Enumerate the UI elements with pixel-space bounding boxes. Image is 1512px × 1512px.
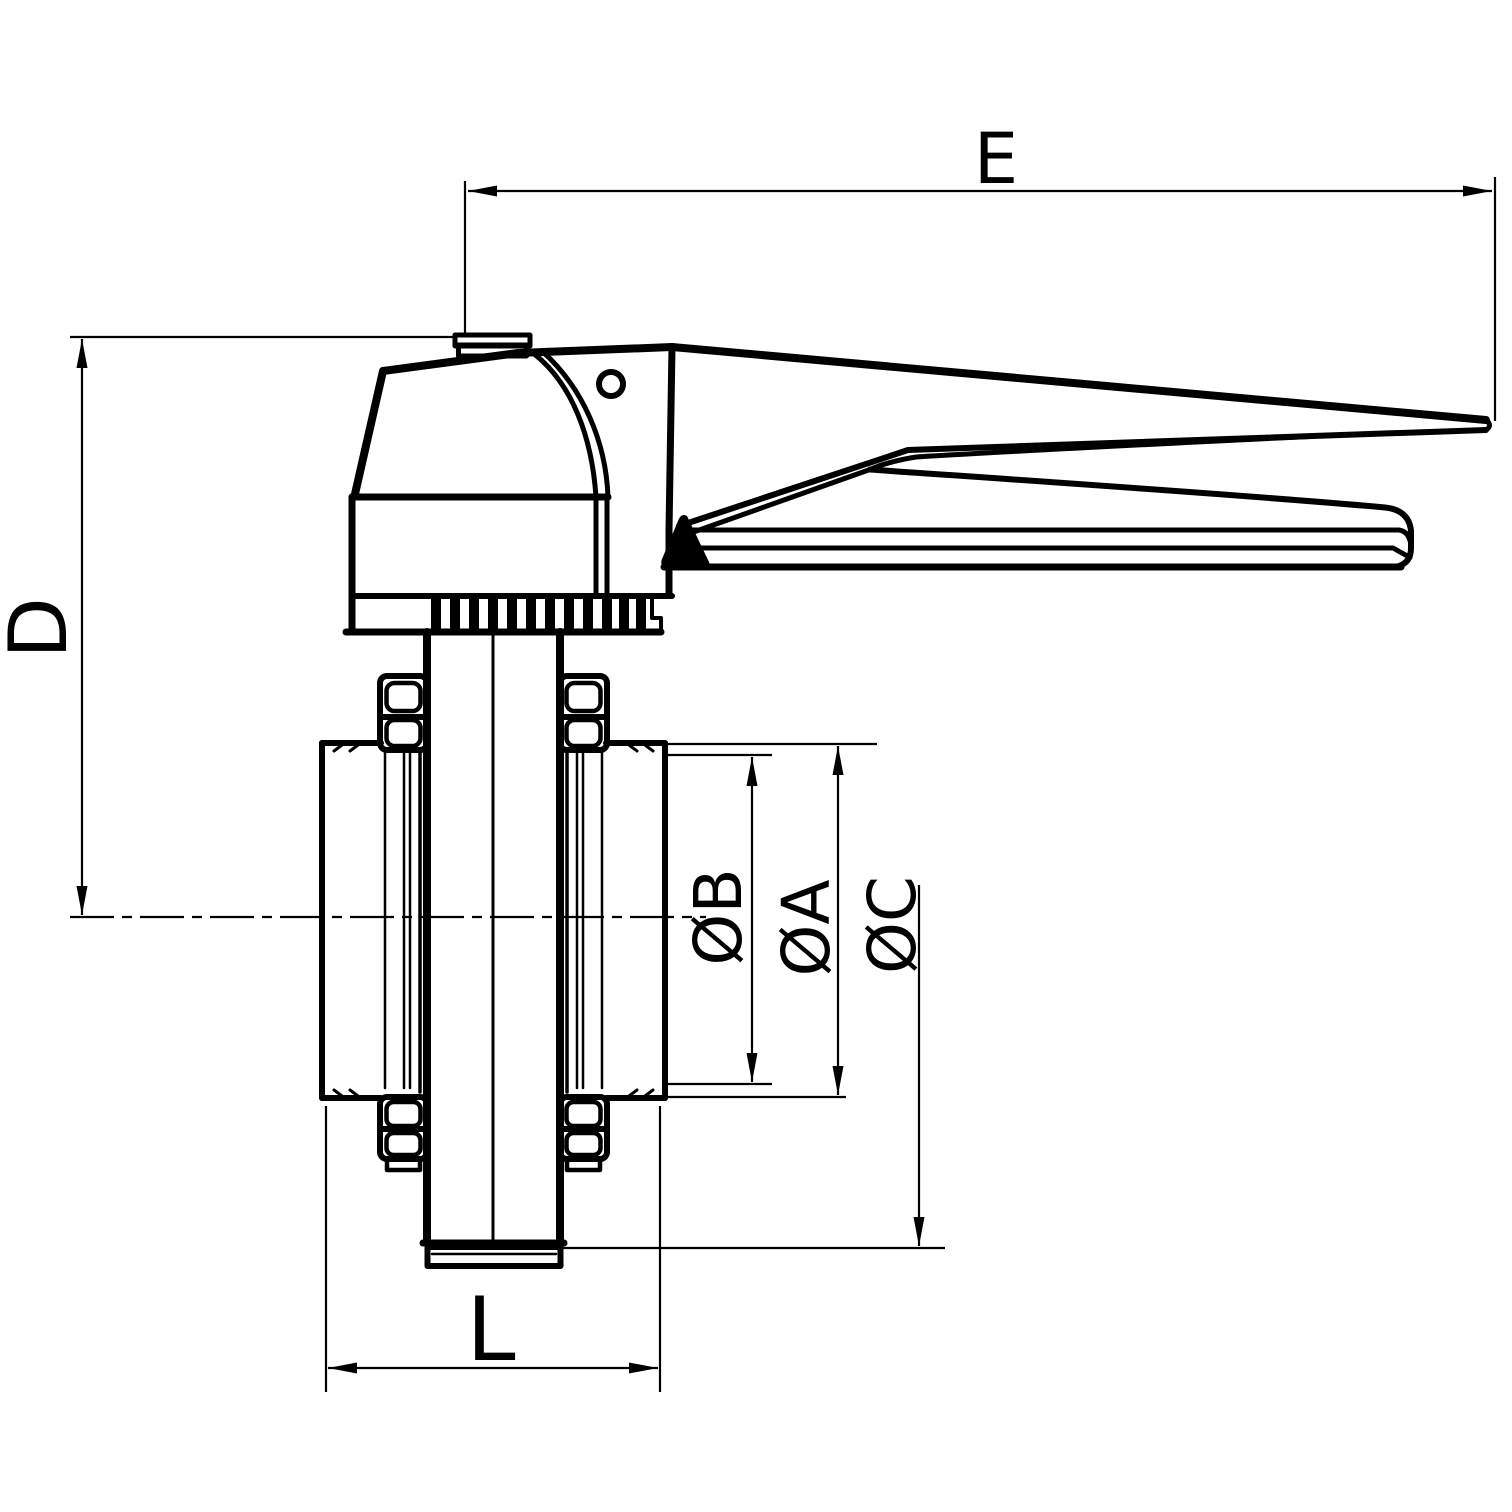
dimension-d: D — [0, 335, 453, 915]
packing-nut-top-left — [377, 673, 430, 753]
serration-right-step — [650, 596, 663, 634]
dim-l-arrow-right — [629, 1362, 658, 1374]
dimension-e: E — [463, 118, 1497, 421]
dia-c-arrow-bottom — [913, 1217, 925, 1246]
serration-band — [342, 596, 665, 636]
packing-nut-top-right — [557, 673, 610, 753]
dim-e-arrow-right — [1463, 185, 1492, 197]
actuator-head — [348, 332, 676, 636]
dimension-dia-c: ØC — [563, 876, 945, 1250]
dia-a-arrow-bottom — [832, 1066, 844, 1095]
actuator-curve-outer — [530, 350, 599, 500]
actuator-top-edge — [379, 343, 676, 375]
dia-a-arrow-top — [832, 746, 844, 775]
dia-a-label: ØA — [768, 879, 845, 976]
dia-b-arrow-bottom — [746, 1053, 758, 1082]
packing-nut-bottom-right — [557, 1094, 610, 1173]
dia-b-arrow-top — [746, 757, 758, 786]
dim-d-arrow-bottom — [76, 886, 88, 915]
dimension-dia-a: ØA — [663, 742, 877, 1099]
dia-b-label: ØB — [680, 868, 757, 965]
dim-e-label: E — [974, 118, 1018, 200]
right-ferrule-corner-ticks — [625, 742, 655, 1099]
right-ferrule — [565, 740, 668, 1101]
valve-figure — [319, 332, 1492, 1269]
valve-body — [419, 628, 568, 1269]
lock-plate-sweep — [867, 466, 1414, 534]
left-ferrule-corner-ticks — [332, 742, 362, 1099]
dim-d-label: D — [0, 597, 85, 659]
dimension-dia-b: ØB — [663, 753, 772, 1086]
dim-l-label: L — [466, 1278, 515, 1381]
dim-l-arrow-left — [328, 1362, 357, 1374]
dia-c-label: ØC — [854, 876, 931, 974]
serration-teeth — [431, 598, 646, 629]
actuator-curve-inner — [540, 349, 611, 500]
grip-left-wedge — [661, 514, 710, 567]
grip-top-line — [689, 527, 1413, 544]
packing-nut-bottom-left — [377, 1094, 430, 1173]
trigger-blade-bottom-edge — [676, 427, 1489, 529]
dim-e-arrow-left — [468, 185, 497, 197]
actuator-left-edge — [351, 367, 387, 498]
grip-end-cap — [1396, 528, 1414, 569]
trigger-blade-top-edge — [668, 343, 1490, 424]
dim-d-arrow-top — [76, 339, 88, 368]
actuator-right-edge — [665, 343, 676, 599]
trigger-handle — [660, 343, 1492, 571]
left-ferrule — [319, 740, 422, 1101]
trigger-blade-inner-edge — [685, 434, 1313, 537]
pivot-hole — [596, 369, 626, 399]
bottom-stub — [424, 1244, 564, 1269]
grip-mid-line — [697, 545, 1413, 560]
